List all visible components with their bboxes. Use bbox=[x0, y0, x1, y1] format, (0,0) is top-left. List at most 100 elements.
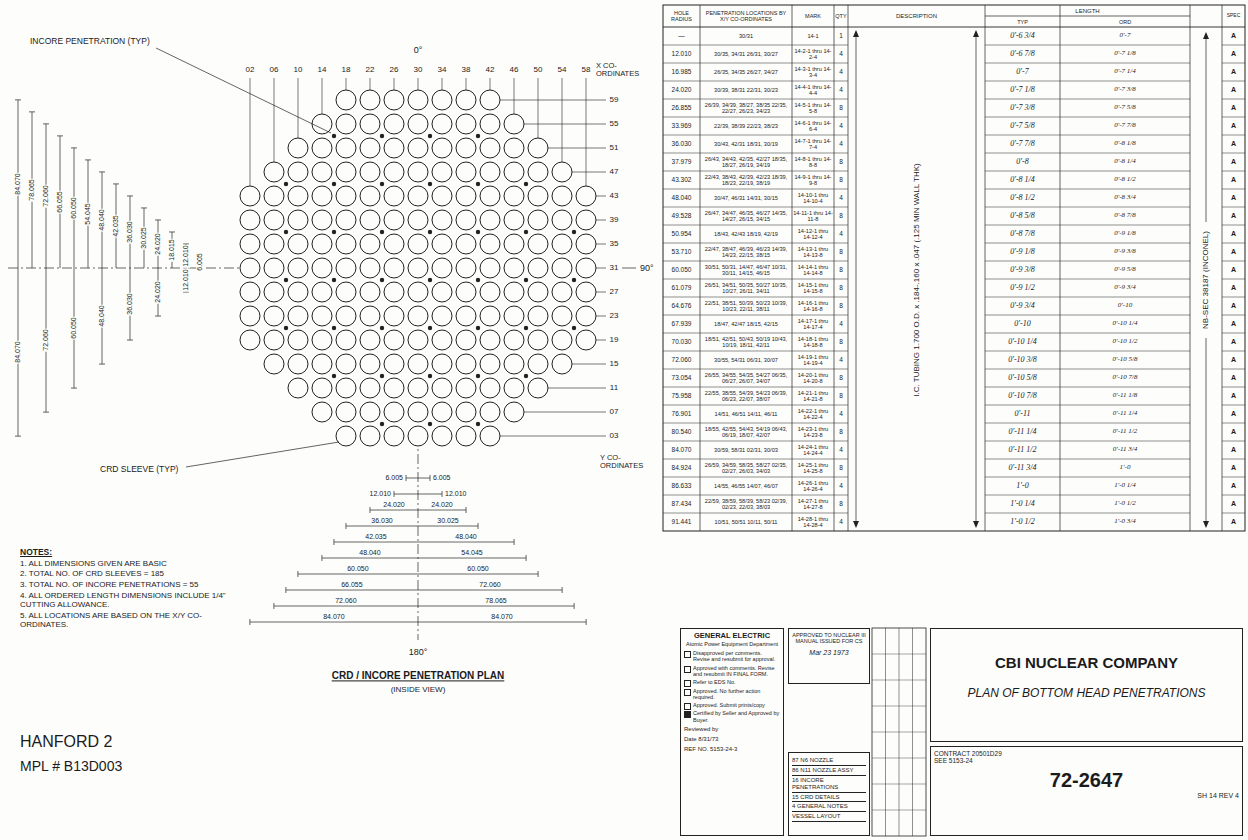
crd-sleeve bbox=[360, 354, 380, 374]
block-text: Disapproved per comments. Revise and res… bbox=[684, 650, 780, 663]
table-rule bbox=[700, 5, 701, 531]
spec-letter: A bbox=[1231, 356, 1236, 364]
y-coordinate: 51 bbox=[609, 144, 620, 153]
crd-sleeve bbox=[288, 282, 308, 302]
mark-number: 14-3-1 thru 14-3-4 bbox=[793, 66, 833, 79]
crd-sleeve bbox=[408, 282, 428, 302]
crd-sleeve bbox=[384, 186, 404, 206]
quantity: 8 bbox=[839, 248, 843, 255]
length-typ: 0'-9 3/4 bbox=[1010, 302, 1035, 311]
incore-penetration bbox=[476, 134, 480, 138]
crd-sleeve bbox=[384, 258, 404, 278]
crd-sleeve bbox=[288, 186, 308, 206]
table-rule bbox=[985, 513, 1190, 514]
length-ordered: 0'-10 1/4 bbox=[1112, 320, 1137, 328]
incore-penetration bbox=[476, 278, 480, 282]
table-rule bbox=[872, 758, 926, 759]
spec-letter: A bbox=[1231, 410, 1236, 418]
table-rule bbox=[985, 243, 1190, 244]
incore-penetration bbox=[380, 230, 384, 234]
mark-number: 14-6-1 thru 14-6-4 bbox=[793, 120, 833, 133]
table-rule bbox=[663, 351, 848, 352]
incore-penetration bbox=[380, 374, 384, 378]
dimension-line bbox=[478, 523, 479, 529]
block-text: SEE 5153-24 bbox=[934, 757, 1239, 764]
crd-sleeve bbox=[432, 426, 452, 446]
hole-radius: 76.901 bbox=[672, 410, 692, 417]
crd-sleeve bbox=[432, 186, 452, 206]
spec-letter: A bbox=[1231, 248, 1236, 256]
table-header: HOLE RADIUS bbox=[664, 10, 699, 22]
penetration-locations: 30/39, 38/31 22/31, 30/23 bbox=[701, 87, 791, 93]
quantity: 4 bbox=[839, 446, 843, 453]
table-rule bbox=[872, 680, 926, 681]
penetration-locations: 18/43, 42/43 18/19, 42/19 bbox=[701, 231, 791, 237]
table-rule bbox=[663, 225, 848, 226]
coordinate-line bbox=[514, 412, 606, 413]
table-rule bbox=[872, 654, 926, 655]
spec-letter: A bbox=[1231, 284, 1236, 292]
penetration-locations: 26/35, 34/35 26/27, 34/27 bbox=[701, 69, 791, 75]
dimension-line bbox=[406, 478, 418, 479]
crd-sleeve bbox=[288, 258, 308, 278]
approval-stamp: APPROVED TO NUCLEAR III MANUAL ISSUED FO… bbox=[788, 628, 870, 684]
dimension-line bbox=[418, 558, 526, 559]
crd-sleeve bbox=[312, 282, 332, 302]
crd-sleeve bbox=[480, 138, 500, 158]
length-typ: 0'-11 1/2 bbox=[1008, 446, 1036, 455]
table-rule bbox=[1222, 315, 1245, 316]
hole-radius: 73.054 bbox=[672, 374, 692, 381]
penetration-locations: 30/31 bbox=[701, 33, 791, 39]
dimension-line bbox=[169, 231, 175, 232]
block-text: Mar 23 1973 bbox=[792, 649, 866, 657]
table-rule bbox=[1222, 207, 1245, 208]
dimension: 84.070 bbox=[14, 172, 22, 195]
block-text: Reviewed by bbox=[684, 726, 780, 733]
crd-sleeve bbox=[432, 330, 452, 350]
y-coordinate: 19 bbox=[609, 336, 620, 345]
penetration-locations: 30/43, 42/31 18/31, 30/19 bbox=[701, 141, 791, 147]
length-typ: 0'-10 bbox=[1014, 320, 1030, 329]
incore-penetration bbox=[476, 326, 480, 330]
hole-radius: 24.020 bbox=[672, 86, 692, 93]
penetration-locations: 30/47, 46/31 14/31, 30/15 bbox=[701, 195, 791, 201]
mark-number: 14-16-1 thru 14-16-8 bbox=[793, 300, 833, 313]
length-typ: 0'-7 7/8 bbox=[1010, 140, 1035, 149]
table-header: MARK bbox=[805, 13, 821, 19]
length-ordered: 0'-9 5/8 bbox=[1114, 266, 1136, 274]
table-rule bbox=[872, 706, 926, 707]
crd-sleeve bbox=[456, 138, 476, 158]
length-ordered: 0'-10 1/2 bbox=[1112, 338, 1137, 346]
crd-sleeve bbox=[480, 354, 500, 374]
crd-sleeve bbox=[480, 186, 500, 206]
hole-radius: 37.979 bbox=[672, 158, 692, 165]
crd-sleeve bbox=[384, 306, 404, 326]
crd-sleeve bbox=[312, 402, 332, 422]
spec-letter: A bbox=[1231, 500, 1236, 508]
table-rule bbox=[1222, 171, 1245, 172]
incore-penetration bbox=[572, 326, 576, 330]
crd-sleeve bbox=[312, 138, 332, 158]
table-rule bbox=[1222, 297, 1245, 298]
dimension-line bbox=[249, 619, 250, 625]
dimension: 6.005 bbox=[196, 252, 204, 272]
incore-penetration bbox=[572, 278, 576, 282]
length-ordered: 0'-11 3/4 bbox=[1113, 446, 1138, 454]
crd-sleeve bbox=[360, 138, 380, 158]
dimension-line bbox=[322, 558, 418, 559]
spec-letter: A bbox=[1231, 212, 1236, 220]
crd-sleeve bbox=[432, 306, 452, 326]
crd-sleeve bbox=[504, 378, 524, 398]
dimension: 48.040 bbox=[98, 208, 106, 231]
table-rule bbox=[663, 459, 848, 460]
block-text: PLAN OF BOTTOM HEAD PENETRATIONS bbox=[934, 687, 1239, 701]
table-rule bbox=[663, 81, 848, 82]
mark-number: 14-7-1 thru 14-7-4 bbox=[793, 138, 833, 151]
center-line bbox=[622, 268, 636, 269]
table-rule bbox=[985, 16, 1190, 17]
length-ordered: 0'-8 1/8 bbox=[1114, 140, 1136, 148]
length-typ: 0'-9 1/2 bbox=[1010, 284, 1035, 293]
quantity: 4 bbox=[839, 230, 843, 237]
y-coordinate: 35 bbox=[609, 240, 620, 249]
hole-radius: 70.030 bbox=[672, 338, 692, 345]
